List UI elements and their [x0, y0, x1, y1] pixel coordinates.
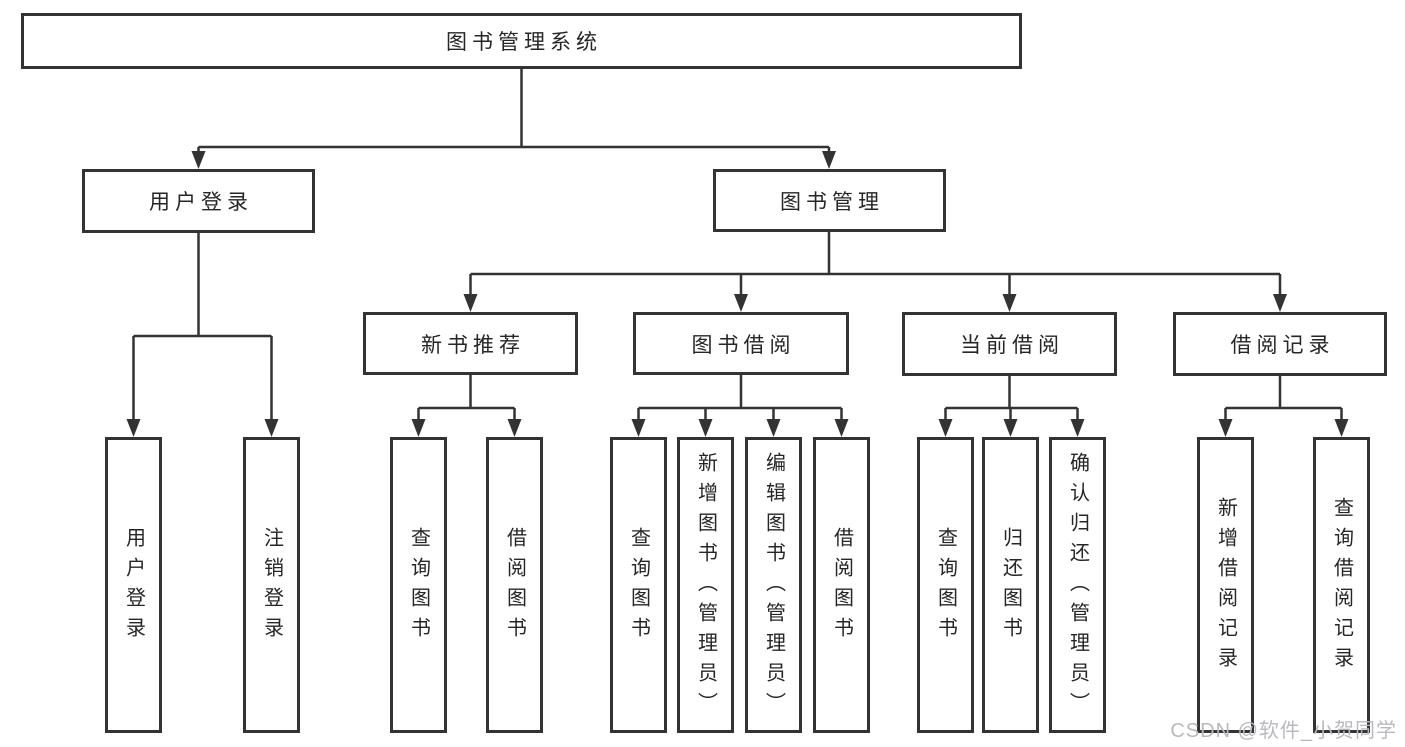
leaf-user-login: 用户登录 [105, 437, 162, 733]
node-user-login: 用户登录 [82, 169, 315, 233]
leaf-edit-books-admin: 编辑图书（管理员） [745, 437, 802, 733]
leaf-add-borrow-record-label: 新增借阅记录 [1214, 497, 1237, 677]
leaf-confirm-return-admin-label: 确认归还（管理员） [1066, 452, 1089, 722]
leaf-return-books: 归还图书 [982, 437, 1039, 733]
leaf-query-borrow-record: 查询借阅记录 [1313, 437, 1370, 733]
node-root-label: 图书管理系统 [446, 31, 602, 54]
leaf-query-books-borrowing: 查询图书 [610, 437, 667, 733]
leaf-borrow-books-borrowing: 借阅图书 [813, 437, 870, 733]
node-borrowing-records: 借阅记录 [1173, 312, 1387, 376]
leaf-borrow-books-borrowing-label: 借阅图书 [830, 527, 853, 647]
leaf-user-login-label: 用户登录 [122, 527, 145, 647]
node-new-book-recommendation: 新书推荐 [363, 312, 578, 375]
leaf-query-books-current-label: 查询图书 [934, 527, 957, 647]
leaf-edit-books-admin-label: 编辑图书（管理员） [762, 452, 785, 722]
leaf-query-books-recommend: 查询图书 [390, 437, 447, 733]
node-book-management-label: 图书管理 [780, 190, 884, 214]
leaf-add-books-admin-label: 新增图书（管理员） [694, 452, 717, 722]
node-current-borrowing-label: 当前借阅 [960, 334, 1064, 357]
leaf-query-books-current: 查询图书 [917, 437, 974, 733]
node-book-borrowing: 图书借阅 [633, 312, 849, 375]
watermark-text: CSDN @软件_小贺同学 [1170, 720, 1397, 742]
node-user-login-label: 用户登录 [149, 191, 253, 214]
node-book-borrowing-label: 图书借阅 [691, 333, 796, 357]
node-borrowing-records-label: 借阅记录 [1230, 334, 1335, 357]
leaf-confirm-return-admin: 确认归还（管理员） [1049, 437, 1106, 733]
node-root: 图书管理系统 [21, 13, 1022, 69]
node-new-book-recommendation-label: 新书推荐 [421, 333, 525, 357]
node-book-management: 图书管理 [713, 169, 946, 232]
leaf-borrow-books-recommend-label: 借阅图书 [503, 527, 526, 647]
node-current-borrowing: 当前借阅 [902, 312, 1117, 376]
leaf-logout-label: 注销登录 [260, 527, 283, 647]
leaf-borrow-books-recommend: 借阅图书 [486, 437, 543, 733]
leaf-add-books-admin: 新增图书（管理员） [677, 437, 734, 733]
leaf-query-books-recommend-label: 查询图书 [407, 527, 430, 647]
leaf-query-borrow-record-label: 查询借阅记录 [1330, 497, 1353, 677]
leaf-query-books-borrowing-label: 查询图书 [627, 527, 650, 647]
leaf-add-borrow-record: 新增借阅记录 [1197, 437, 1254, 733]
leaf-logout: 注销登录 [243, 437, 300, 733]
leaf-return-books-label: 归还图书 [999, 527, 1022, 647]
